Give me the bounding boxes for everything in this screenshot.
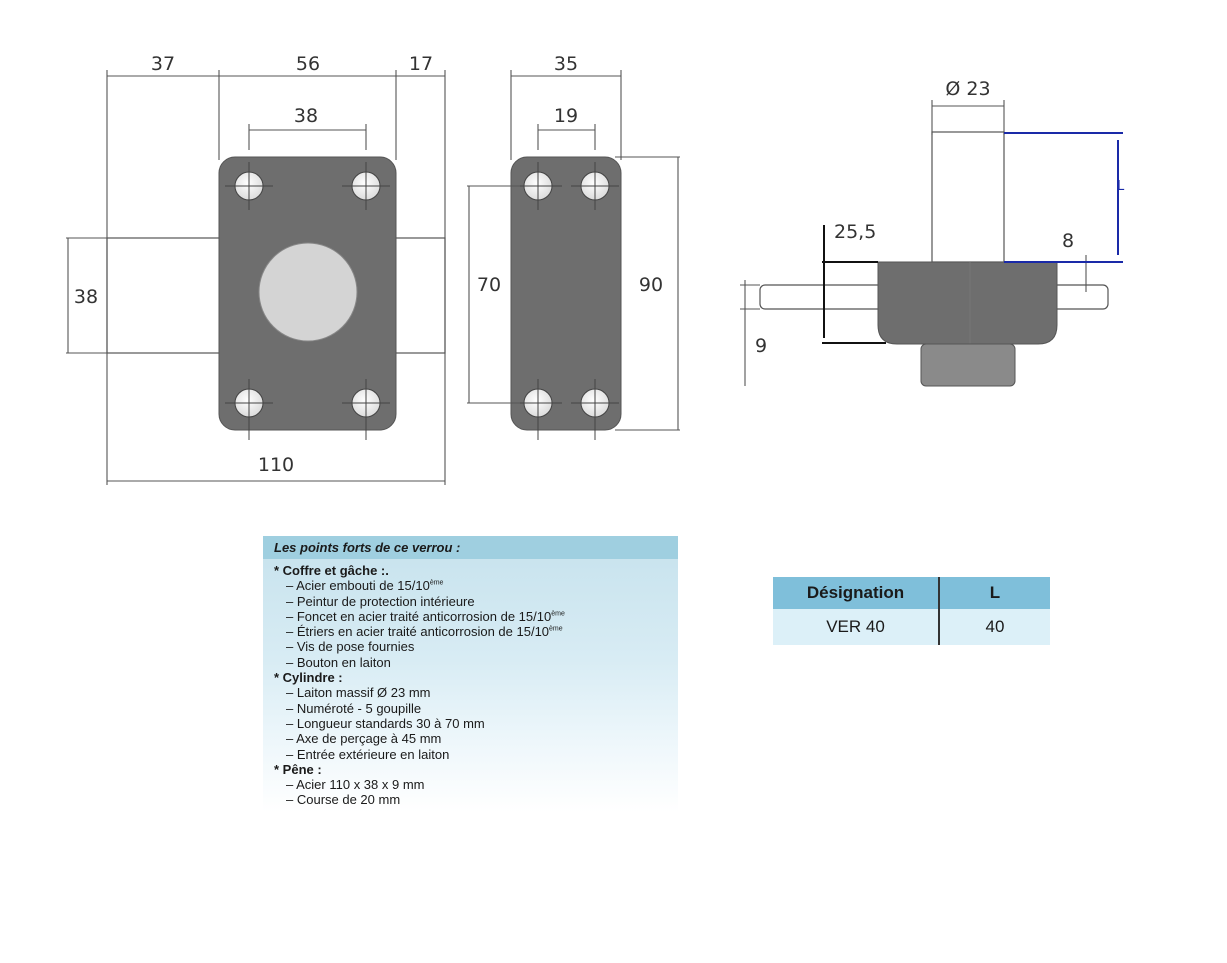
list-item: – Acier embouti de 15/10ème	[286, 578, 444, 594]
cylinder-dimension-lines	[740, 100, 1087, 386]
screw-holes	[225, 162, 390, 440]
dim-19: 19	[554, 105, 578, 127]
cell-L: 40	[939, 609, 1050, 645]
list-item: – Entrée extérieure en laiton	[286, 746, 450, 762]
dim-38-bolt-height: 38	[74, 286, 98, 308]
knob	[920, 343, 1016, 387]
list-item: – Vis de pose fournies	[286, 639, 415, 655]
section-heading: * Coffre et gâche :.	[274, 563, 389, 578]
list-item: – Laiton massif Ø 23 mm	[286, 685, 431, 701]
dim-56: 56	[296, 53, 320, 75]
list-item: – Numéroté - 5 goupille	[286, 700, 422, 716]
front-view: 37 56 17 38 38 110	[66, 53, 446, 485]
side-view: 35 19 70 90	[467, 53, 680, 440]
list-item: – Peintur de protection intérieure	[286, 593, 475, 609]
side-plate	[510, 156, 622, 431]
black-dimension-25-5	[822, 225, 886, 344]
list-item: – Acier 110 x 38 x 9 mm	[286, 777, 425, 793]
list-item: – Étriers en acier traité anticorrosion …	[286, 624, 563, 640]
dim-9: 9	[755, 335, 767, 357]
list-item: – Longueur standards 30 à 70 mm	[286, 715, 485, 731]
features-list: * Coffre et gâche :. – Acier embouti de …	[263, 559, 678, 808]
side-dimension-lines	[467, 70, 680, 431]
dim-25-5: 25,5	[834, 221, 876, 243]
list-item: – Course de 20 mm	[286, 792, 401, 808]
dim-37: 37	[151, 53, 175, 75]
dim-38-hole-spacing: 38	[294, 105, 318, 127]
list-item: – Foncet en acier traité anticorrosion d…	[286, 608, 565, 624]
dim-90: 90	[639, 274, 663, 296]
side-screw-holes	[514, 162, 619, 440]
list-item: – Axe de perçage à 45 mm	[286, 731, 442, 747]
designation-table: Désignation L VER 40 40	[773, 577, 1050, 645]
table-row: VER 40 40	[773, 609, 1050, 645]
dim-17: 17	[409, 53, 433, 75]
section-heading: * Cylindre :	[274, 670, 343, 686]
cylinder-body	[931, 131, 1005, 263]
dim-110: 110	[258, 454, 294, 476]
section-heading: * Pêne :	[274, 761, 322, 777]
front-dimension-lines	[66, 70, 446, 485]
dim-diameter-23: Ø 23	[945, 78, 990, 100]
features-title: Les points forts de ce verrou :	[263, 536, 678, 559]
lock-housing	[877, 261, 1058, 345]
dim-L: L	[1117, 179, 1125, 194]
features-panel: Les points forts de ce verrou : * Coffre…	[263, 536, 678, 812]
header-L: L	[939, 577, 1050, 609]
dim-8: 8	[1062, 230, 1074, 252]
cylinder-view: Ø 23 L 25,5 8 9	[740, 78, 1125, 387]
cylinder-face	[258, 242, 358, 342]
blue-dimension-L	[1004, 132, 1123, 263]
dim-70: 70	[477, 274, 501, 296]
header-designation: Désignation	[773, 577, 940, 609]
cell-designation: VER 40	[773, 609, 940, 645]
table-header-row: Désignation L	[773, 577, 1050, 609]
dim-35: 35	[554, 53, 578, 75]
list-item: – Bouton en laiton	[286, 654, 391, 670]
